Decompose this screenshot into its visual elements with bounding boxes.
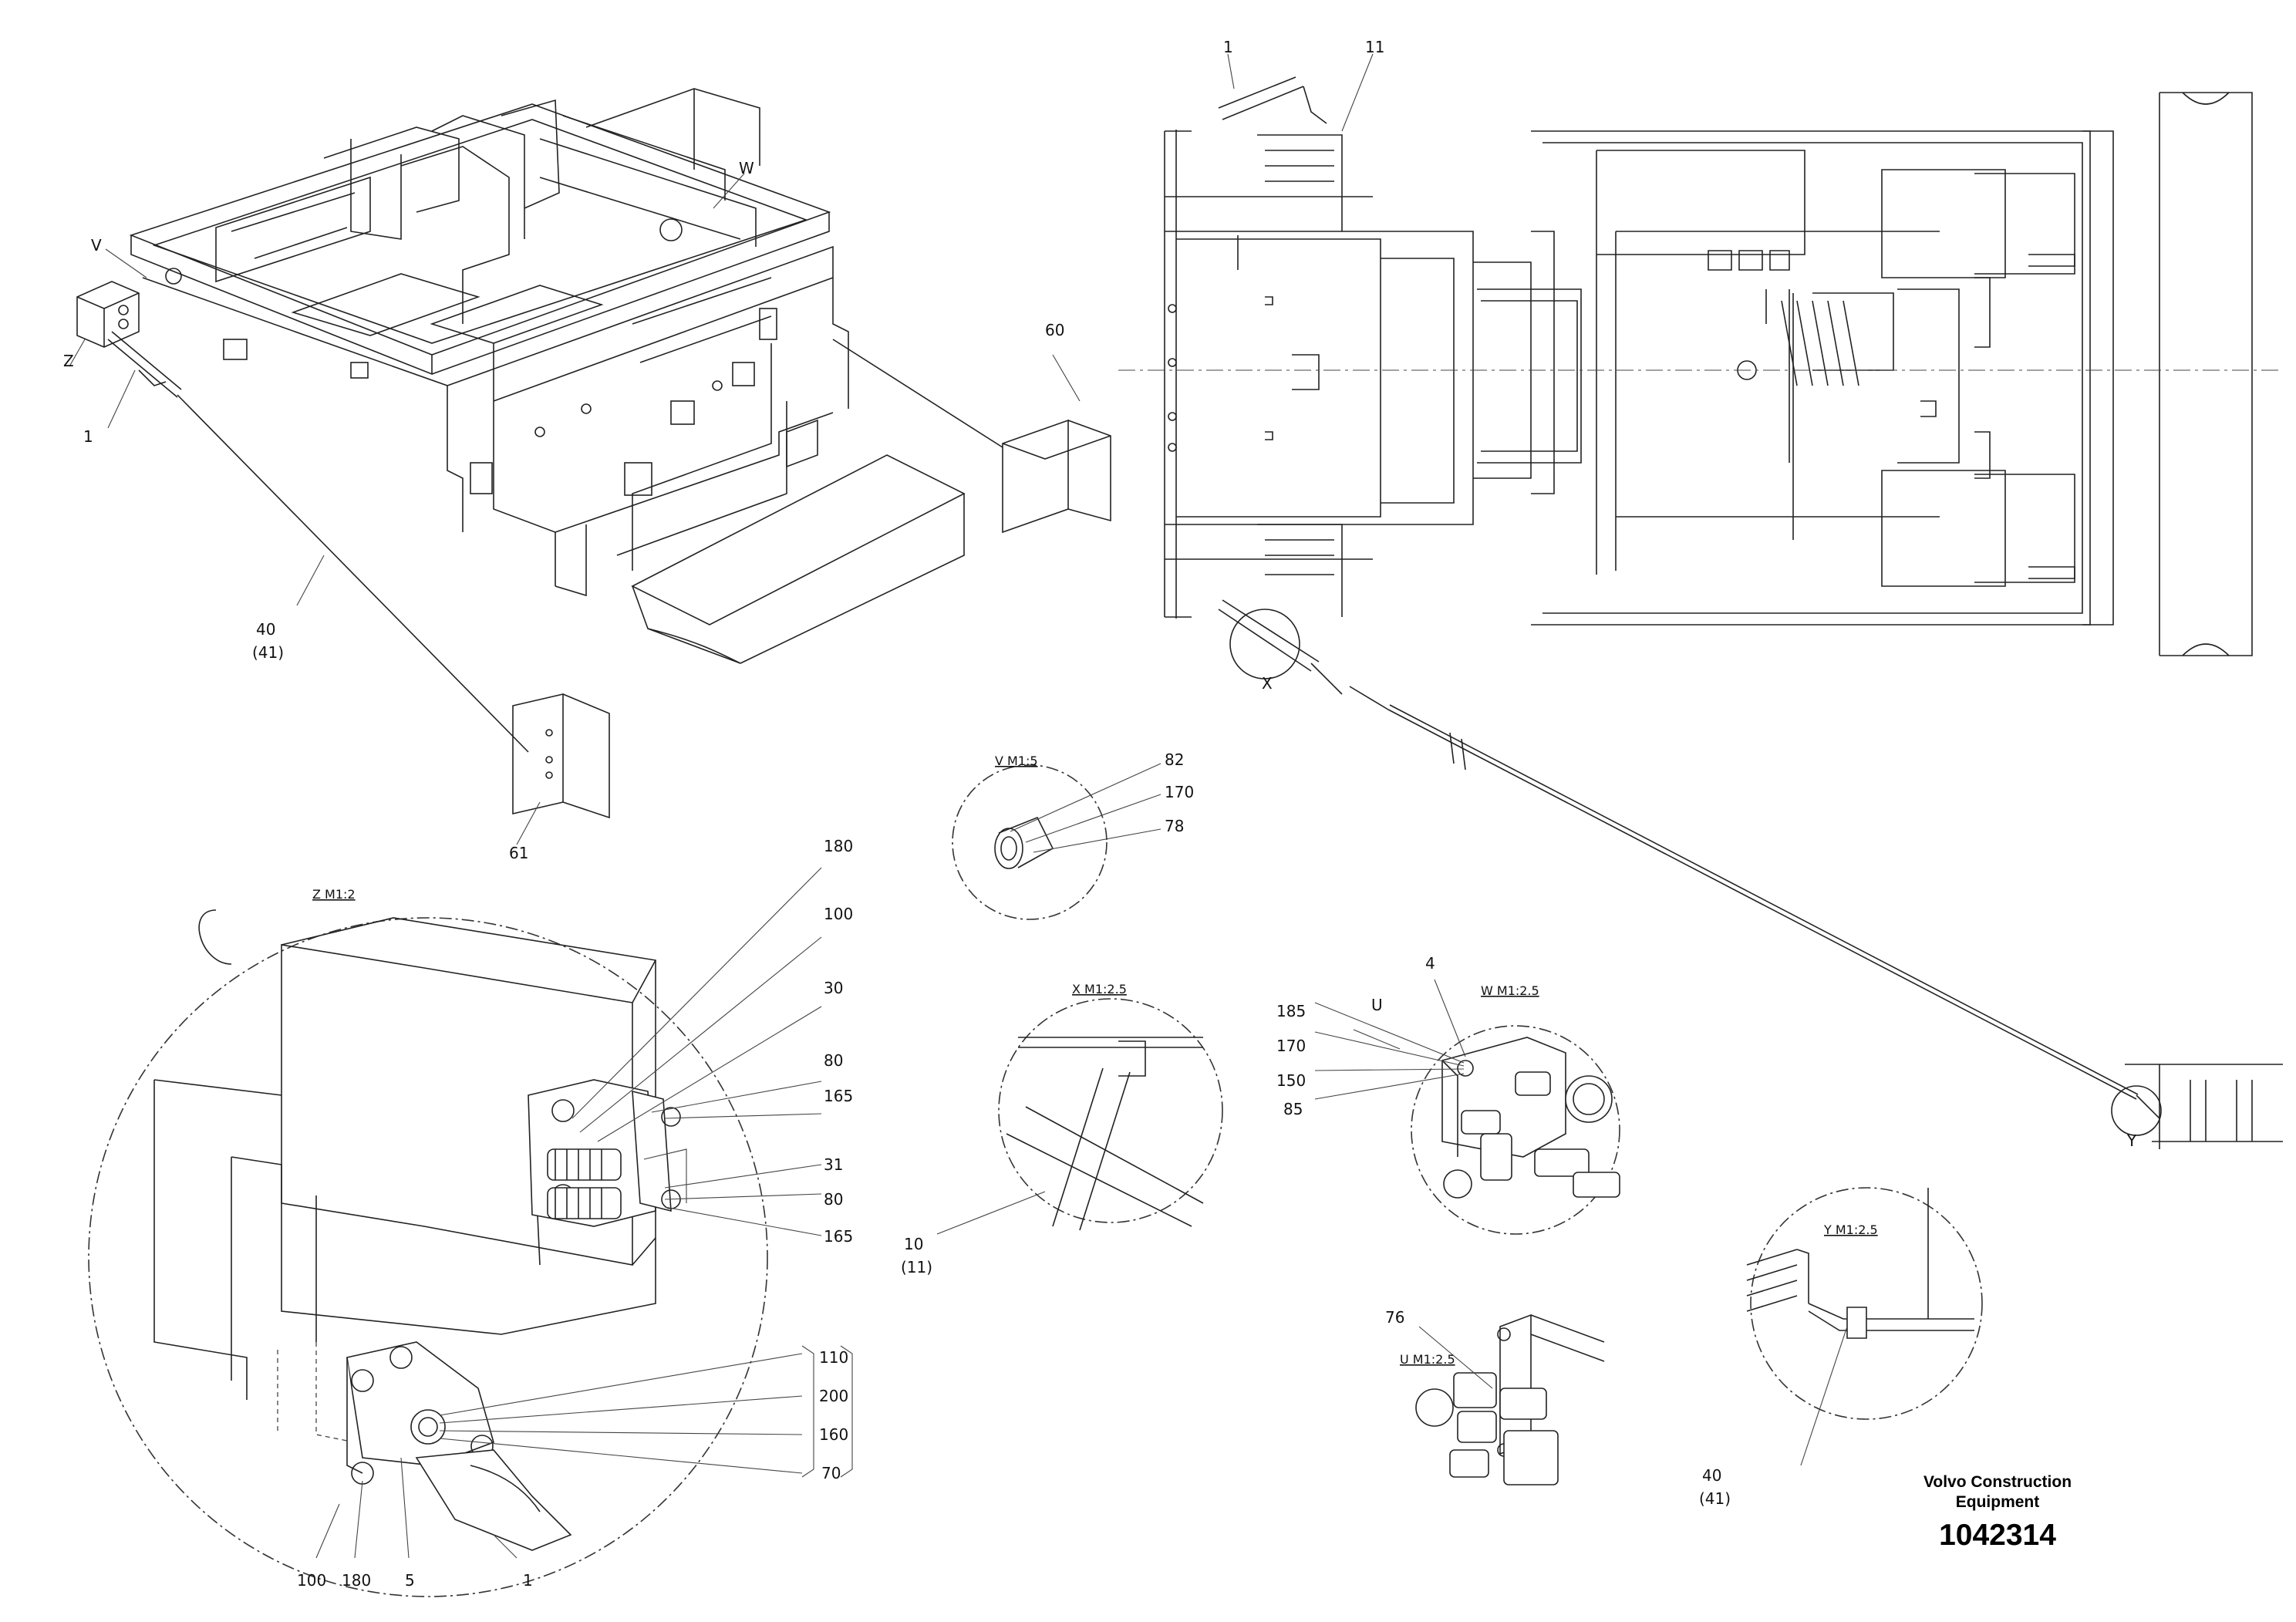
callout-z-80b: 80 xyxy=(824,1190,843,1209)
detail-v xyxy=(952,763,1161,920)
view-label-z: Z M1:2 xyxy=(312,887,356,902)
callout-part-61: 61 xyxy=(509,844,528,862)
callout-y-41: (41) xyxy=(1699,1489,1731,1508)
detail-u xyxy=(1415,1313,1605,1485)
callout-v-170: 170 xyxy=(1165,783,1194,801)
callout-top-1: 1 xyxy=(1223,38,1233,56)
document-number: 1042314 xyxy=(1939,1519,2056,1552)
callout-z-30: 30 xyxy=(824,979,843,997)
callout-top-11: 11 xyxy=(1365,38,1384,56)
callout-top-y: Y xyxy=(2126,1131,2137,1150)
detail-x xyxy=(936,998,1223,1235)
callout-w-u: U xyxy=(1371,996,1383,1014)
callout-z-100: 100 xyxy=(824,905,853,923)
callout-w-185: 185 xyxy=(1276,1002,1306,1020)
detail-y xyxy=(1746,1187,1983,1466)
callout-z-b100: 100 xyxy=(297,1571,326,1590)
callout-v-82: 82 xyxy=(1165,750,1184,769)
callout-y-40: 40 xyxy=(1702,1466,1721,1485)
title-block: Volvo Construction Equipment 1042314 xyxy=(1923,1473,2072,1552)
callout-u-76: 76 xyxy=(1385,1308,1404,1327)
callout-iso-w: W xyxy=(739,159,754,177)
callout-w-170: 170 xyxy=(1276,1037,1306,1055)
callout-iso-z: Z xyxy=(63,352,74,370)
callout-top-x: X xyxy=(1262,674,1273,693)
callout-z-b5: 5 xyxy=(405,1571,415,1590)
callout-hose-40: 40 xyxy=(256,620,275,639)
view-labels: V M1:5 Z M1:2 X M1:2.5 W M1:2.5 U M1:2.5… xyxy=(312,754,1878,1367)
view-label-x: X M1:2.5 xyxy=(1072,982,1127,996)
callout-v-78: 78 xyxy=(1165,817,1184,835)
callout-z-110: 110 xyxy=(819,1348,848,1367)
callout-z-165b: 165 xyxy=(824,1227,853,1246)
isometric-frame-view xyxy=(69,88,1111,845)
view-label-y: Y M1:2.5 xyxy=(1823,1222,1878,1237)
detail-z xyxy=(88,867,853,1597)
view-label-u: U M1:2.5 xyxy=(1400,1352,1455,1367)
callout-z-165a: 165 xyxy=(824,1087,853,1105)
callout-z-160: 160 xyxy=(819,1425,848,1444)
detail-w xyxy=(1314,979,1620,1235)
callout-z-b1: 1 xyxy=(523,1571,533,1590)
view-label-w: W M1:2.5 xyxy=(1481,983,1539,998)
callout-z-80a: 80 xyxy=(824,1051,843,1070)
view-label-v: V M1:5 xyxy=(995,754,1038,768)
top-view-frame xyxy=(1118,53,2283,1149)
callout-part-60: 60 xyxy=(1045,321,1064,339)
callout-x-11: (11) xyxy=(901,1258,932,1276)
callout-iso-v: V xyxy=(91,236,102,255)
callout-labels: V Z 1 W 40 (41) 60 61 1 11 X Y 82 170 78… xyxy=(63,38,2137,1590)
company-name-line2: Equipment xyxy=(1956,1493,2040,1511)
callout-w-85: 85 xyxy=(1283,1100,1303,1118)
callout-x-10: 10 xyxy=(904,1235,923,1253)
callout-z-180: 180 xyxy=(824,837,853,855)
callout-z-31: 31 xyxy=(824,1155,843,1174)
callout-iso-1: 1 xyxy=(83,427,93,446)
callout-z-200: 200 xyxy=(819,1387,848,1405)
company-name-line1: Volvo Construction xyxy=(1923,1473,2072,1491)
callout-hose-41: (41) xyxy=(252,643,284,662)
callout-z-b180: 180 xyxy=(342,1571,371,1590)
callout-w-150: 150 xyxy=(1276,1071,1306,1090)
callout-z-70: 70 xyxy=(821,1464,841,1482)
callout-w-4: 4 xyxy=(1425,954,1435,973)
